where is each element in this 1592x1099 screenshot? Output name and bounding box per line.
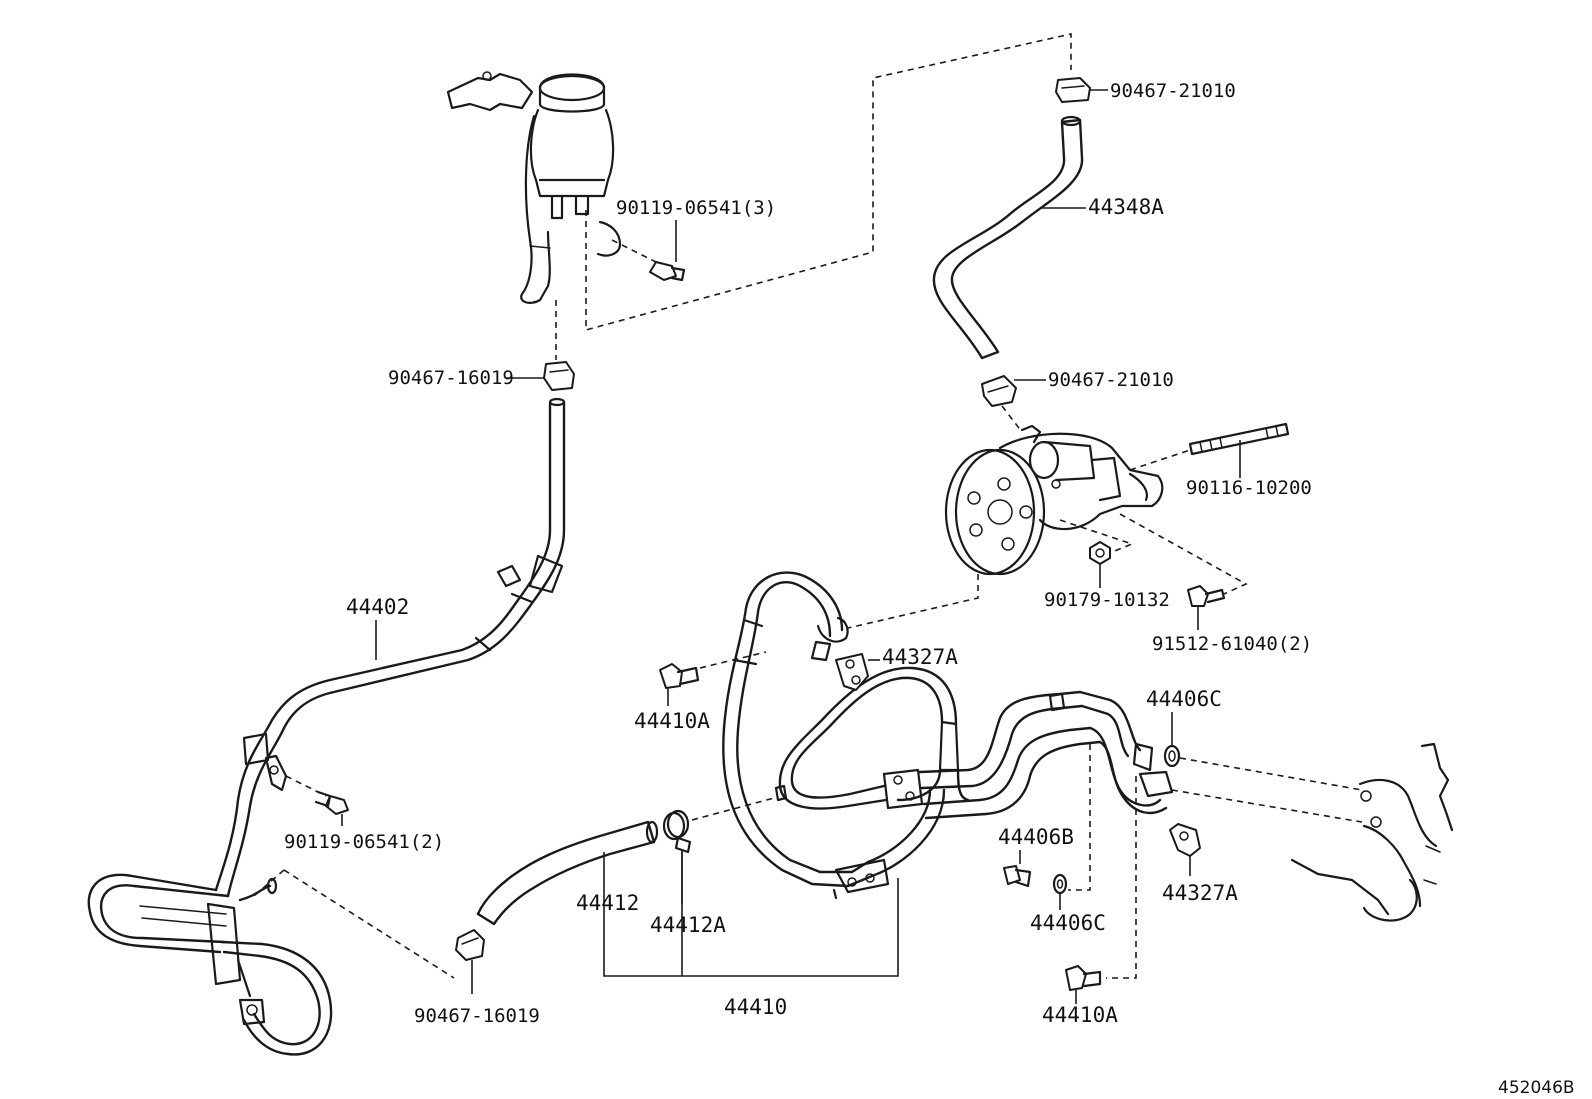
bracket-44327A-top <box>835 653 880 691</box>
label-44412A: 44412A <box>650 913 726 937</box>
clamp-90467-16019-bottom <box>455 929 485 994</box>
bolt-44410A-left <box>659 651 767 706</box>
bolt-90119-06541-3 <box>611 220 686 282</box>
bolt-91512-61040 <box>1119 513 1248 630</box>
gasket-44406C-lower <box>1052 873 1068 910</box>
label-90119-06541-3: 90119-06541(3) <box>616 197 776 219</box>
clamp-90467-21010-mid <box>981 375 1046 433</box>
label-44402: 44402 <box>346 595 409 619</box>
steering-gear-housing <box>1290 742 1454 922</box>
clamp-90467-21010-top <box>1055 77 1108 103</box>
hose-44402 <box>214 397 566 898</box>
label-44327A-right: 44327A <box>1162 881 1238 905</box>
nut-90179-10132 <box>1059 519 1135 588</box>
label-44410: 44410 <box>724 995 787 1019</box>
figure-code: 452046B <box>1498 1078 1575 1098</box>
label-90467-21010-top: 90467-21010 <box>1110 80 1236 102</box>
clamp-44412A <box>662 797 775 904</box>
gasket-44406C-right <box>1163 712 1363 823</box>
bolt-44410A-bottom <box>1065 965 1102 1004</box>
label-44412: 44412 <box>576 891 639 915</box>
hose-44412 <box>476 820 899 977</box>
label-44327A-top: 44327A <box>882 645 958 669</box>
hose-44348A <box>932 115 1086 360</box>
label-90119-06541-2: 90119-06541(2) <box>284 831 444 853</box>
bracket-44327A-right <box>1169 823 1201 876</box>
oil-cooler <box>87 873 333 1056</box>
label-44406B: 44406B <box>998 825 1074 849</box>
label-90116-10200: 90116-10200 <box>1186 477 1312 499</box>
bolt-44406B <box>1003 850 1032 888</box>
bolt-90119-06541-2 <box>285 775 349 826</box>
label-44410A-bottom: 44410A <box>1042 1003 1118 1027</box>
return-tube-assembly <box>774 666 1174 820</box>
label-44348A: 44348A <box>1088 195 1164 219</box>
label-90467-16019-top: 90467-16019 <box>388 367 514 389</box>
label-44406C-lower: 44406C <box>1030 911 1106 935</box>
label-91512-61040: 91512-61040(2) <box>1152 633 1312 655</box>
power-steering-pump <box>944 424 1164 576</box>
clamp-90467-16019-top <box>506 361 575 391</box>
pressure-hose-44410 <box>722 571 946 900</box>
label-90467-21010-mid: 90467-21010 <box>1048 369 1174 391</box>
label-44406C-right: 44406C <box>1146 687 1222 711</box>
label-44410A-left: 44410A <box>634 709 710 733</box>
stud-bolt-90116-10200 <box>1129 422 1290 478</box>
label-90467-16019-bottom: 90467-16019 <box>414 1005 540 1027</box>
label-90179-10132: 90179-10132 <box>1044 589 1170 611</box>
reservoir-tank <box>446 71 622 304</box>
